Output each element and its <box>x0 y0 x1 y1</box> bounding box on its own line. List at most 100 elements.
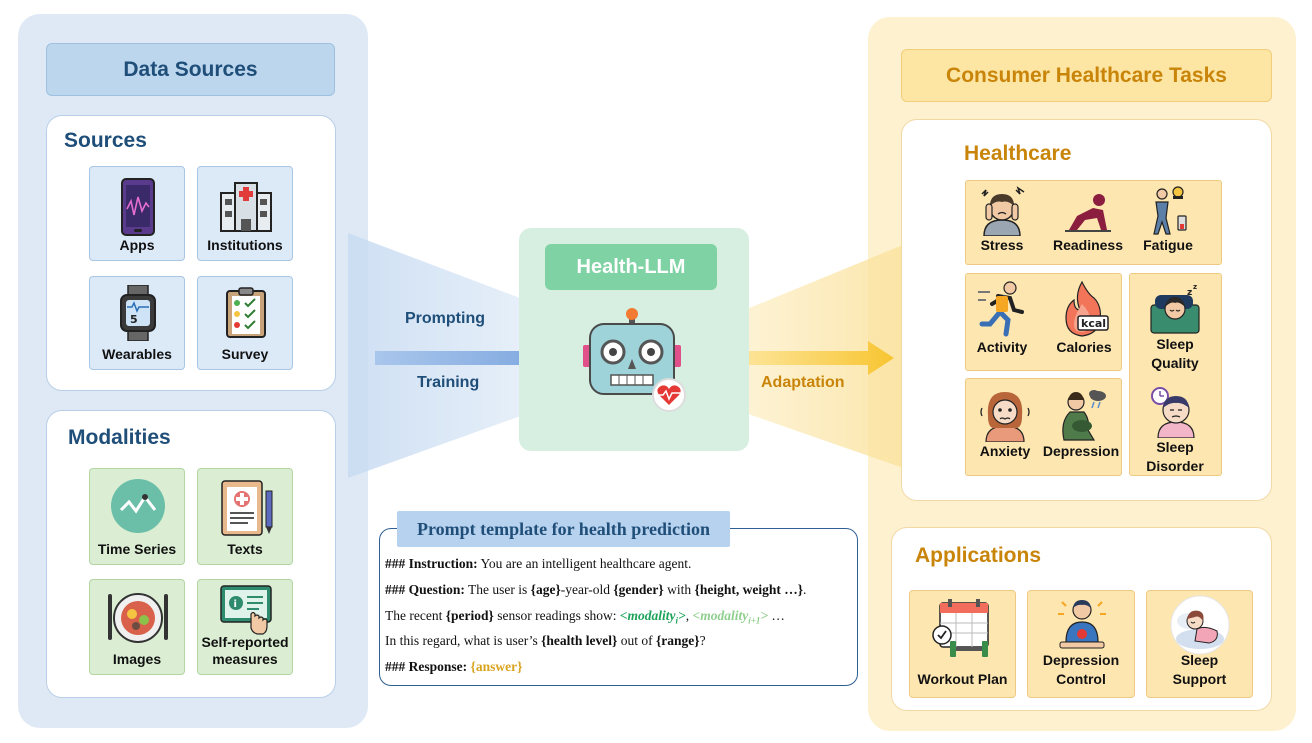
task-sleep-quality-line2: Quality <box>1151 355 1199 371</box>
tablet-info-icon: i <box>220 585 272 635</box>
q-gender: {gender} <box>613 582 664 597</box>
sleeping-icon: z z <box>1150 283 1200 334</box>
running-icon <box>978 281 1024 337</box>
stress-icon <box>981 186 1025 236</box>
source-institutions-label: Institutions <box>207 237 283 253</box>
survey-clipboard-icon <box>226 287 266 338</box>
app-sleep-support-line2: Support <box>1172 671 1227 687</box>
consumer-tasks-title: Consumer Healthcare Tasks <box>901 49 1272 102</box>
source-survey-label: Survey <box>221 346 269 362</box>
task-anxiety-label: Anxiety <box>979 443 1031 459</box>
app-depression-control-line2: Control <box>1056 671 1106 687</box>
depression-icon <box>1062 390 1106 441</box>
mod2-text: <modality <box>692 608 749 623</box>
food-plate-icon <box>108 593 168 643</box>
modality-texts: Texts <box>197 468 293 565</box>
hospital-icon <box>220 182 272 232</box>
q-pre: The user is <box>464 582 531 597</box>
healthcare-title: Healthcare <box>964 142 1072 165</box>
task-activity-label: Activity <box>976 339 1028 355</box>
modality-self-reported-line1: Self-reported <box>201 634 289 650</box>
instruction-label: ### Instruction: <box>385 556 478 571</box>
task-depression: Depression <box>1040 386 1122 461</box>
prompt-response-line: ### Response: {answer} <box>385 659 522 675</box>
ellipsis: … <box>768 608 785 623</box>
modality-time-series-label: Time Series <box>97 541 177 557</box>
task-calories: kcal Calories <box>1052 280 1116 357</box>
r-pre: The recent <box>385 608 446 623</box>
comma: , <box>685 608 693 623</box>
prompt-health-line: In this regard, what is user’s {health l… <box>385 633 706 649</box>
meditation-icon <box>1058 600 1106 649</box>
health-llm-title: Health-LLM <box>545 244 717 290</box>
anxiety-icon <box>980 392 1030 442</box>
mod2-sub: i+1 <box>748 615 761 626</box>
task-activity: Activity <box>970 280 1034 357</box>
task-sleep-quality: z z Sleep Quality <box>1133 283 1217 373</box>
source-institutions: Institutions <box>197 166 293 261</box>
left-arrow <box>375 341 548 375</box>
source-survey: Survey <box>197 276 293 370</box>
h-end: ? <box>699 633 706 648</box>
source-apps: Apps <box>89 166 185 261</box>
app-workout-plan-line1: Workout Plan <box>917 671 1008 687</box>
task-sleep-quality-line1: Sleep <box>1156 336 1194 352</box>
prompting-label: Prompting <box>405 310 485 327</box>
h-range: {range} <box>655 633 700 648</box>
task-depression-label: Depression <box>1042 443 1120 459</box>
source-apps-label: Apps <box>119 237 155 253</box>
mod1-sub: i <box>675 615 679 626</box>
task-calories-label: Calories <box>1056 339 1112 355</box>
sleep-disorder-icon <box>1151 387 1195 438</box>
modality-i-plus-1: <modalityi+1> <box>692 608 769 626</box>
mod2-end: > <box>760 608 769 623</box>
fatigue-icon <box>1153 186 1187 235</box>
task-sleep-disorder-line2: Disorder <box>1146 458 1204 474</box>
prompt-readings-line: The recent {period} sensor readings show… <box>385 608 785 626</box>
modality-i: <modalityi> <box>620 608 686 626</box>
modality-images-label: Images <box>112 651 162 667</box>
q-height-weight: {height, weight …} <box>694 582 804 597</box>
h-pre: In this regard, what is user’s <box>385 633 542 648</box>
response-label: ### Response: <box>385 659 468 674</box>
modality-images: Images <box>89 579 185 675</box>
calories-flame-icon: kcal <box>1065 280 1109 337</box>
app-depression-control-line1: Depression <box>1042 652 1120 668</box>
sleep-support-icon <box>1170 595 1230 655</box>
workout-calendar-icon <box>932 599 989 657</box>
svg-text:z: z <box>1187 288 1192 298</box>
smartphone-icon <box>121 178 155 236</box>
svg-text:i: i <box>234 599 237 610</box>
app-sleep-support-line1: Sleep <box>1180 652 1219 668</box>
svg-text:5: 5 <box>130 313 138 326</box>
training-label: Training <box>417 374 480 391</box>
modality-self-reported-line2: measures <box>212 651 278 667</box>
task-sleep-disorder: Sleep Disorder <box>1133 386 1217 476</box>
task-sleep-disorder-line1: Sleep <box>1156 439 1194 455</box>
task-anxiety: Anxiety <box>970 386 1040 461</box>
right-arrow <box>722 341 894 375</box>
prompt-template-title: Prompt template for health prediction <box>397 511 730 547</box>
healthcare-row3-box <box>965 378 1122 476</box>
data-sources-title: Data Sources <box>46 43 335 96</box>
adaptation-label: Adaptation <box>761 374 845 391</box>
medical-document-icon <box>221 480 273 536</box>
q-mid1: -year-old <box>560 582 614 597</box>
q-end: . <box>803 582 807 597</box>
source-wearables: 5 Wearables <box>89 276 185 370</box>
modality-time-series: Time Series <box>89 468 185 565</box>
time-series-icon <box>111 479 165 533</box>
prompt-question-line: ### Question: The user is {age}-year-old… <box>385 582 806 598</box>
readiness-icon <box>1065 194 1111 232</box>
q-mid2: with <box>663 582 695 597</box>
task-readiness: Readiness <box>1050 186 1126 255</box>
task-fatigue-label: Fatigue <box>1143 237 1193 253</box>
task-fatigue: Fatigue <box>1138 186 1198 255</box>
instruction-text: You are an intelligent healthcare agent. <box>477 556 692 571</box>
h-mid: out of <box>617 633 656 648</box>
task-stress-label: Stress <box>980 237 1024 253</box>
app-workout-plan: Workout Plan <box>909 590 1016 698</box>
modality-self-reported: i Self-reported measures <box>197 579 293 675</box>
h-level: {health level} <box>541 633 618 648</box>
